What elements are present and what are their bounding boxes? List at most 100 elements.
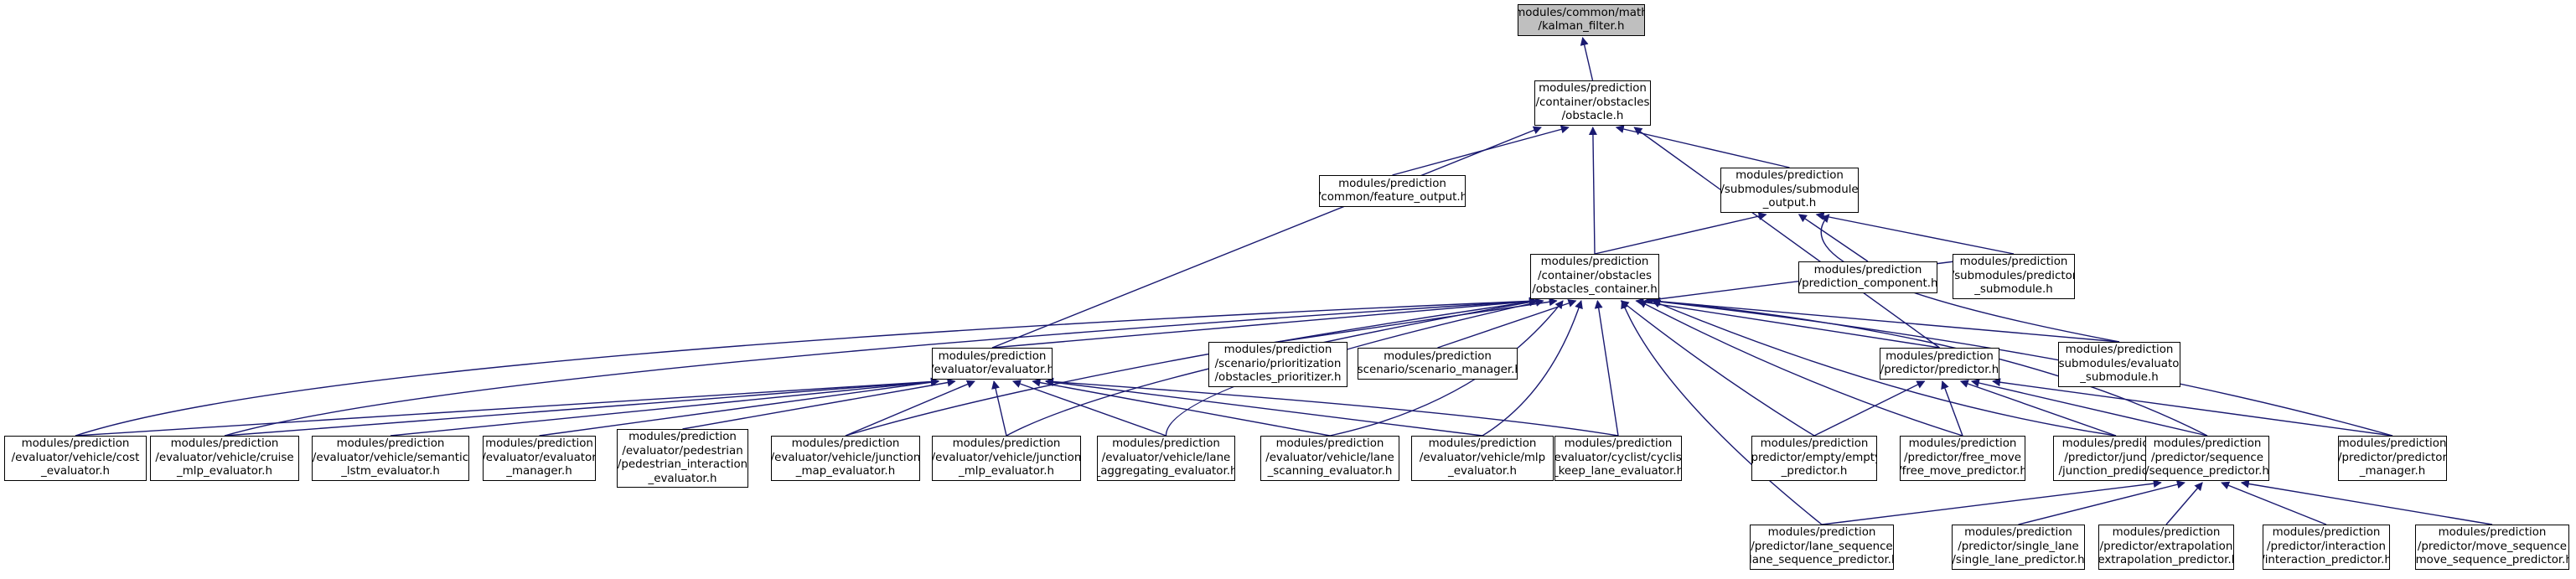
edge-interaction-to-sequence_predictor: [2221, 481, 2327, 525]
node-label-line: _map_evaluator.h: [795, 465, 896, 478]
node-empty-predictor[interactable]: modules/prediction/predictor/empty/empty…: [1751, 436, 1877, 481]
edge-empty_predictor-to-obstacles_container: [1620, 300, 1815, 437]
node-interaction-predictor[interactable]: modules/prediction/predictor/interaction…: [2263, 525, 2390, 570]
node-label-line: /kalman_filter.h: [1538, 20, 1625, 33]
node-mlp-evaluator[interactable]: modules/prediction/evaluator/vehicle/mlp…: [1411, 436, 1554, 481]
node-label-line: modules/prediction: [1735, 169, 1844, 183]
node-label-line: /evaluator/vehicle/cost: [11, 451, 140, 464]
node-free-move-predictor[interactable]: modules/prediction/predictor/free_move/f…: [1900, 436, 2025, 481]
node-cruise-mlp-evaluator[interactable]: modules/prediction/evaluator/vehicle/cru…: [150, 436, 299, 481]
node-label-line: /evaluator/vehicle/junction: [771, 451, 920, 464]
edge-evaluator_submodule-to-obstacles_container: [1652, 297, 2120, 343]
node-predictor-submodule[interactable]: modules/prediction/submodules/predictor_…: [1953, 254, 2075, 299]
node-label-line: modules/prediction: [2061, 437, 2170, 451]
node-cost-evaluator[interactable]: modules/prediction/evaluator/vehicle/cos…: [4, 436, 147, 481]
node-label-line: modules/prediction: [1112, 437, 1220, 451]
edge-evaluator_manager-to-evaluator: [539, 378, 939, 437]
node-single-lane-predictor[interactable]: modules/prediction/predictor/single_lane…: [1952, 525, 2085, 570]
node-lane-sequence-predictor[interactable]: modules/prediction/predictor/lane_sequen…: [1750, 525, 1894, 570]
node-label-line: modules/prediction: [791, 437, 900, 451]
edge-evaluator-to-obstacles_container: [991, 297, 1538, 349]
node-sequence-predictor[interactable]: modules/prediction/predictor/sequence/se…: [2145, 436, 2269, 481]
node-label-line: /predictor/sequence: [2150, 451, 2264, 464]
node-label-line: /predictor/predictor.h: [1880, 364, 1999, 376]
node-label-line: modules/prediction: [1338, 177, 1446, 190]
edge-predictor-to-obstacle: [1633, 127, 1940, 349]
node-label-line: modules/prediction: [170, 437, 279, 451]
node-label-line: /submodules/evaluator: [2058, 357, 2180, 370]
edge-cyclist_keep_lane-to-obstacles_container: [1594, 300, 1619, 437]
edge-junction_predictor-to-obstacles_container: [1652, 299, 2117, 437]
edge-cost_evaluator-to-evaluator: [75, 377, 939, 437]
node-label-line: modules/prediction: [2153, 437, 2262, 451]
edge-semantic_lstm-to-evaluator: [390, 377, 939, 437]
node-label-line: /obstacle.h: [1561, 110, 1624, 123]
node-label-line: modules/prediction: [2338, 437, 2447, 451]
node-label-line: modules/prediction: [1964, 526, 2072, 540]
node-scenario-manager[interactable]: modules/prediction/scenario/scenario_man…: [1358, 348, 1518, 380]
node-label-line: _manager.h: [2359, 465, 2426, 478]
node-label-line: _lstm_evaluator.h: [341, 465, 440, 478]
node-label-line: modules/prediction: [1908, 437, 2017, 451]
edge-lane_aggregating-to-evaluator: [1011, 380, 1166, 437]
edge-cyclist_keep_lane-to-evaluator: [1045, 377, 1619, 437]
node-label-line: /pedestrian_interaction: [617, 458, 748, 471]
node-label-line: modules/prediction: [1384, 349, 1492, 363]
node-label-line: /junction_predictor.h: [2058, 465, 2174, 478]
node-label-line: /submodules/submodule: [1720, 183, 1859, 196]
node-label-line: modules/prediction: [1275, 437, 1384, 451]
node-obstacles-container[interactable]: modules/prediction/container/obstacles/o…: [1530, 254, 1659, 299]
node-evaluator-submodule[interactable]: modules/prediction/submodules/evaluator_…: [2058, 342, 2180, 387]
edge-free_move-to-predictor: [1941, 380, 1963, 437]
node-obstacle[interactable]: modules/prediction/container/obstacles/o…: [1534, 80, 1651, 126]
node-move-sequence-predictor[interactable]: modules/prediction/predictor/move_sequen…: [2415, 525, 2569, 570]
node-pedestrian-interaction-evaluator[interactable]: modules/prediction/evaluator/pedestrian/…: [617, 429, 748, 488]
node-junction-map-evaluator[interactable]: modules/prediction/evaluator/vehicle/jun…: [771, 436, 920, 481]
node-feature-output[interactable]: modules/prediction/common/feature_output…: [1319, 175, 1466, 207]
node-evaluator[interactable]: modules/prediction/evaluator/evaluator.h: [932, 348, 1053, 380]
node-label-line: /evaluator/vehicle/junction: [932, 451, 1081, 464]
node-label-line: _mlp_evaluator.h: [959, 465, 1054, 478]
edge-lane_scanning-to-evaluator: [1032, 378, 1331, 437]
node-label-line: /predictor/single_lane: [1958, 540, 2079, 553]
node-predictor[interactable]: modules/prediction/predictor/predictor.h: [1880, 348, 1999, 380]
node-junction-mlp-evaluator[interactable]: modules/prediction/evaluator/vehicle/jun…: [932, 436, 1081, 481]
node-label-line: _mlp_evaluator.h: [177, 465, 272, 478]
node-label-line: modules/prediction: [1813, 263, 1922, 277]
edge-evaluator-to-obstacle: [991, 126, 1542, 349]
node-predictor-manager[interactable]: modules/prediction/predictor/predictor_m…: [2338, 436, 2447, 481]
node-label-line: /container/obstacles: [1535, 96, 1650, 109]
edge-free_move-to-obstacles_container: [1637, 300, 1963, 437]
node-label-line: /evaluator/cyclist/cyclist: [1554, 451, 1682, 464]
node-label-line: _scanning_evaluator.h: [1267, 465, 1393, 478]
node-label-line: /obstacles_prioritizer.h: [1214, 371, 1342, 385]
edge-sequence_predictor-to-predictor: [1970, 379, 2208, 437]
node-label-line: /predictor/free_move: [1904, 451, 2021, 464]
node-prediction-component[interactable]: modules/prediction/prediction_component.…: [1798, 261, 1937, 293]
node-submodule-output[interactable]: modules/prediction/submodules/submodule_…: [1720, 168, 1859, 213]
node-label-line: /evaluator/vehicle/mlp: [1419, 451, 1546, 464]
node-label-line: /evaluator/evaluator.h: [932, 364, 1053, 376]
node-label-line: modules/prediction: [1959, 256, 2068, 269]
node-label-line: modules/prediction: [485, 437, 593, 451]
edge-predictor-to-obstacles_container: [1635, 297, 1940, 349]
node-lane-aggregating-evaluator[interactable]: modules/prediction/evaluator/vehicle/lan…: [1097, 436, 1235, 481]
node-extrapolation-predictor[interactable]: modules/prediction/predictor/extrapolati…: [2098, 525, 2234, 570]
node-label-line: /predictor/extrapolation: [2099, 540, 2233, 553]
node-lane-scanning-evaluator[interactable]: modules/prediction/evaluator/vehicle/lan…: [1260, 436, 1399, 481]
node-cyclist-keep-lane-evaluator[interactable]: modules/prediction/evaluator/cyclist/cyc…: [1554, 436, 1682, 481]
node-obstacles-prioritizer[interactable]: modules/prediction/scenario/prioritizati…: [1208, 342, 1347, 387]
edge-junction_mlp-to-evaluator: [991, 380, 1007, 437]
node-label-line: /interaction_predictor.h: [2263, 554, 2390, 567]
edge-cruise_mlp-to-obstacles_container: [224, 297, 1538, 437]
node-evaluator-manager[interactable]: modules/prediction/evaluator/evaluator_m…: [483, 436, 596, 481]
node-label-line: /predictor/empty/empty: [1751, 451, 1877, 464]
node-label-line: /predictor/interaction: [2267, 540, 2386, 553]
node-label-line: /obstacles_container.h: [1532, 283, 1658, 297]
node-label-line: /evaluator/vehicle/semantic: [312, 451, 469, 464]
node-semantic-lstm-evaluator[interactable]: modules/prediction/evaluator/vehicle/sem…: [312, 436, 469, 481]
node-label-line: modules/prediction: [1885, 349, 1994, 363]
node-label-line: modules/prediction: [1564, 437, 1673, 451]
edge-extrapolation-to-sequence_predictor: [2165, 482, 2203, 525]
node-label-line: _aggregating_evaluator.h: [1097, 465, 1235, 478]
